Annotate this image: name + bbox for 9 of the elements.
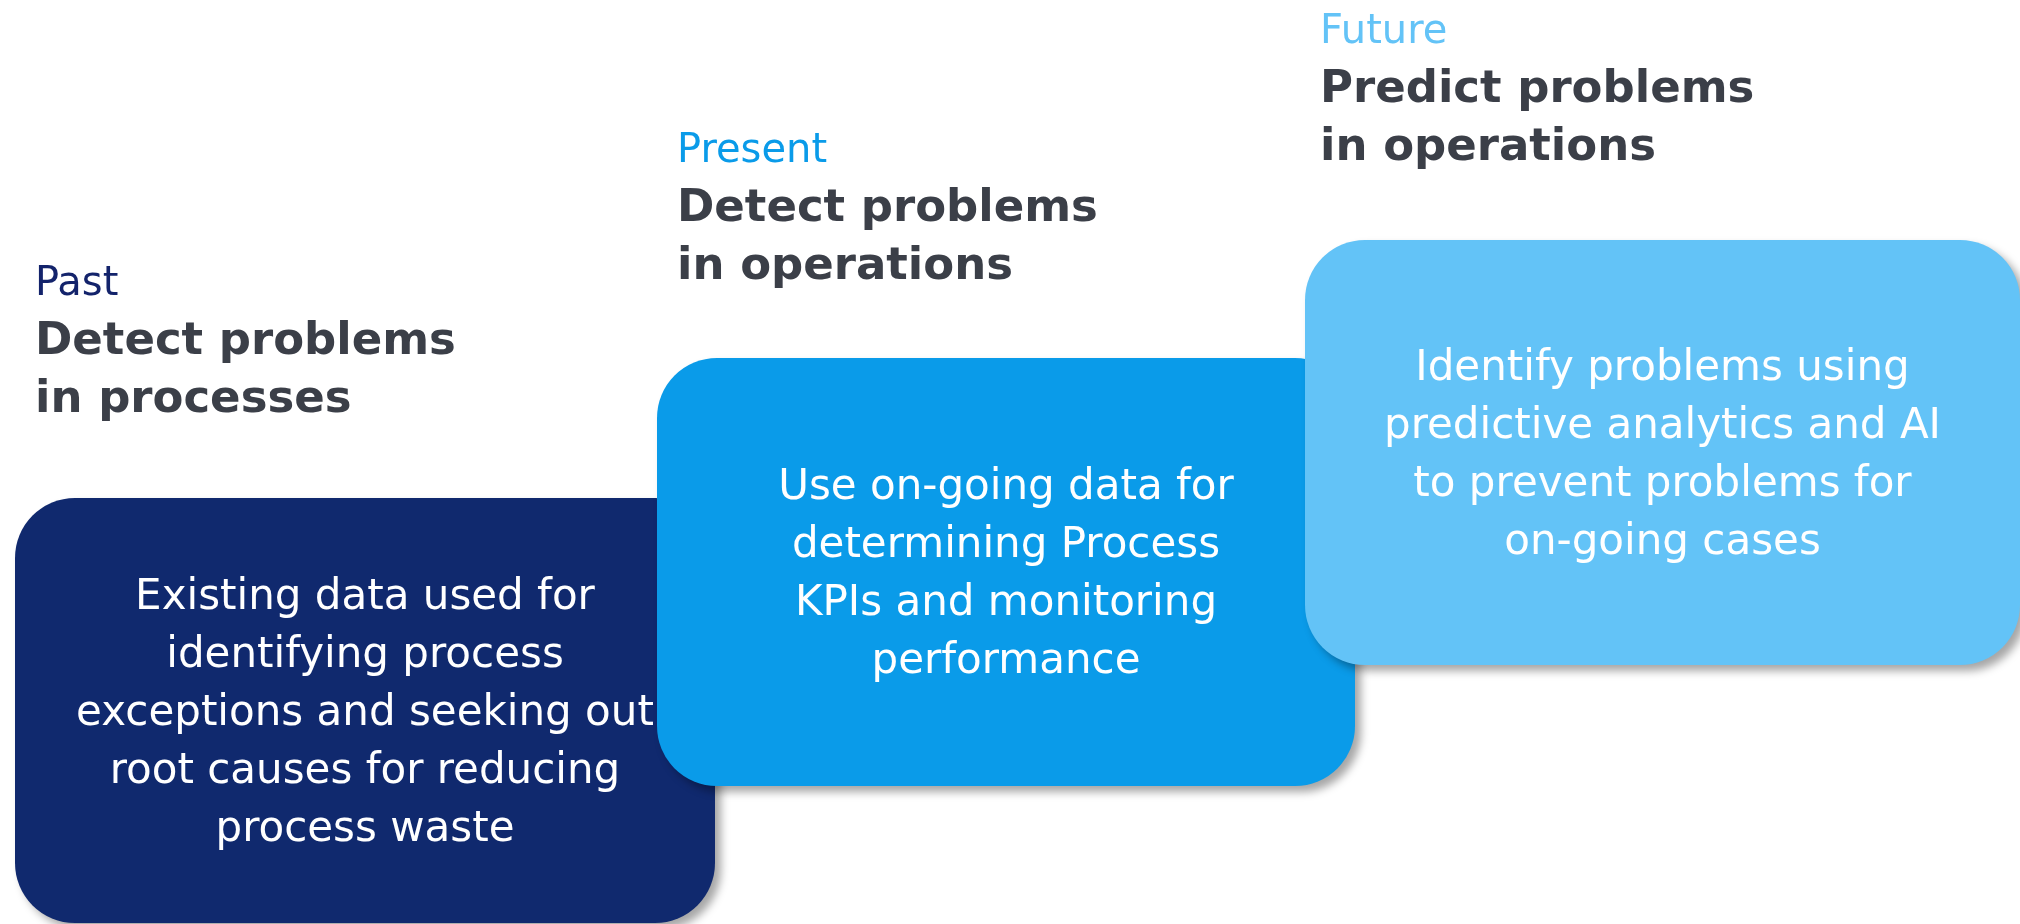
stage-heading: Detect problems in processes — [35, 311, 457, 425]
card-text: Use on-going data for determining Process KPIs and monitoring performance — [777, 459, 1235, 685]
stage-heading: Predict problems in operations — [1320, 59, 1756, 173]
stage-label: Past — [35, 258, 119, 304]
stage-label: Future — [1320, 6, 1448, 52]
stage-label: Present — [677, 125, 828, 171]
card-text: Identify problems using predictive analytics and AI to prevent problems for on-going cases — [1383, 339, 1942, 566]
stage-heading: Detect problems in operations — [677, 178, 1099, 292]
card-text: Existing data used for identifying process exceptions and seeking out root causes for reducing process waste — [75, 568, 655, 853]
